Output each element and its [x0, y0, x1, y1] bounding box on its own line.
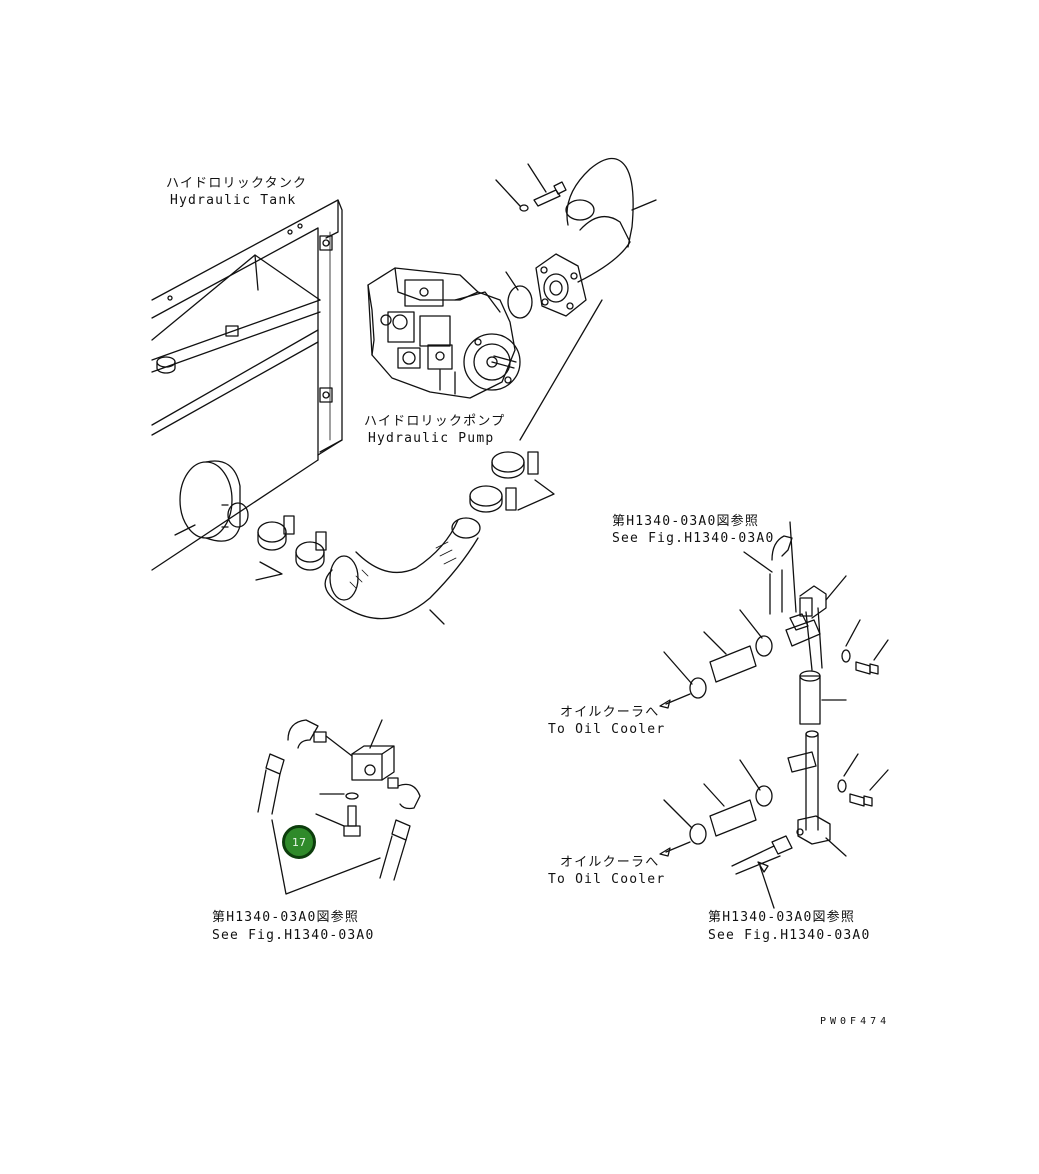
- cooler-label-1-jp: オイルクーラへ: [560, 705, 660, 720]
- pump-label-jp: ハイドロリックポンプ: [364, 414, 506, 429]
- ref-top-label-jp: 第H1340-03A0図参照: [612, 514, 760, 529]
- ref-left-label-en: See Fig.H1340-03A0: [212, 928, 375, 943]
- callout-17[interactable]: 17: [282, 825, 316, 859]
- pressure-tee-assembly: [258, 720, 420, 894]
- oil-cooler-lines: [660, 522, 888, 908]
- pump-label-en: Hydraulic Pump: [368, 431, 495, 446]
- cooler-label-2-en: To Oil Cooler: [548, 872, 666, 887]
- pump-hose-clamps: [470, 300, 602, 512]
- pump-inlet-assembly: [496, 158, 656, 318]
- cooler-label-1-en: To Oil Cooler: [548, 722, 666, 737]
- ref-right-label-en: See Fig.H1340-03A0: [708, 928, 871, 943]
- hydraulic-tank: [152, 200, 342, 570]
- ref-right-label-jp: 第H1340-03A0図参照: [708, 910, 856, 925]
- drawing-code: PW0F474: [820, 1016, 891, 1027]
- tank-label-jp: ハイドロリックタンク: [166, 176, 308, 191]
- tank-label-en: Hydraulic Tank: [170, 193, 297, 208]
- cooler-label-2-jp: オイルクーラへ: [560, 855, 660, 870]
- suction-hose: [256, 516, 480, 624]
- ref-top-label-en: See Fig.H1340-03A0: [612, 531, 775, 546]
- ref-left-label-jp: 第H1340-03A0図参照: [212, 910, 360, 925]
- hydraulic-pump: [368, 268, 520, 398]
